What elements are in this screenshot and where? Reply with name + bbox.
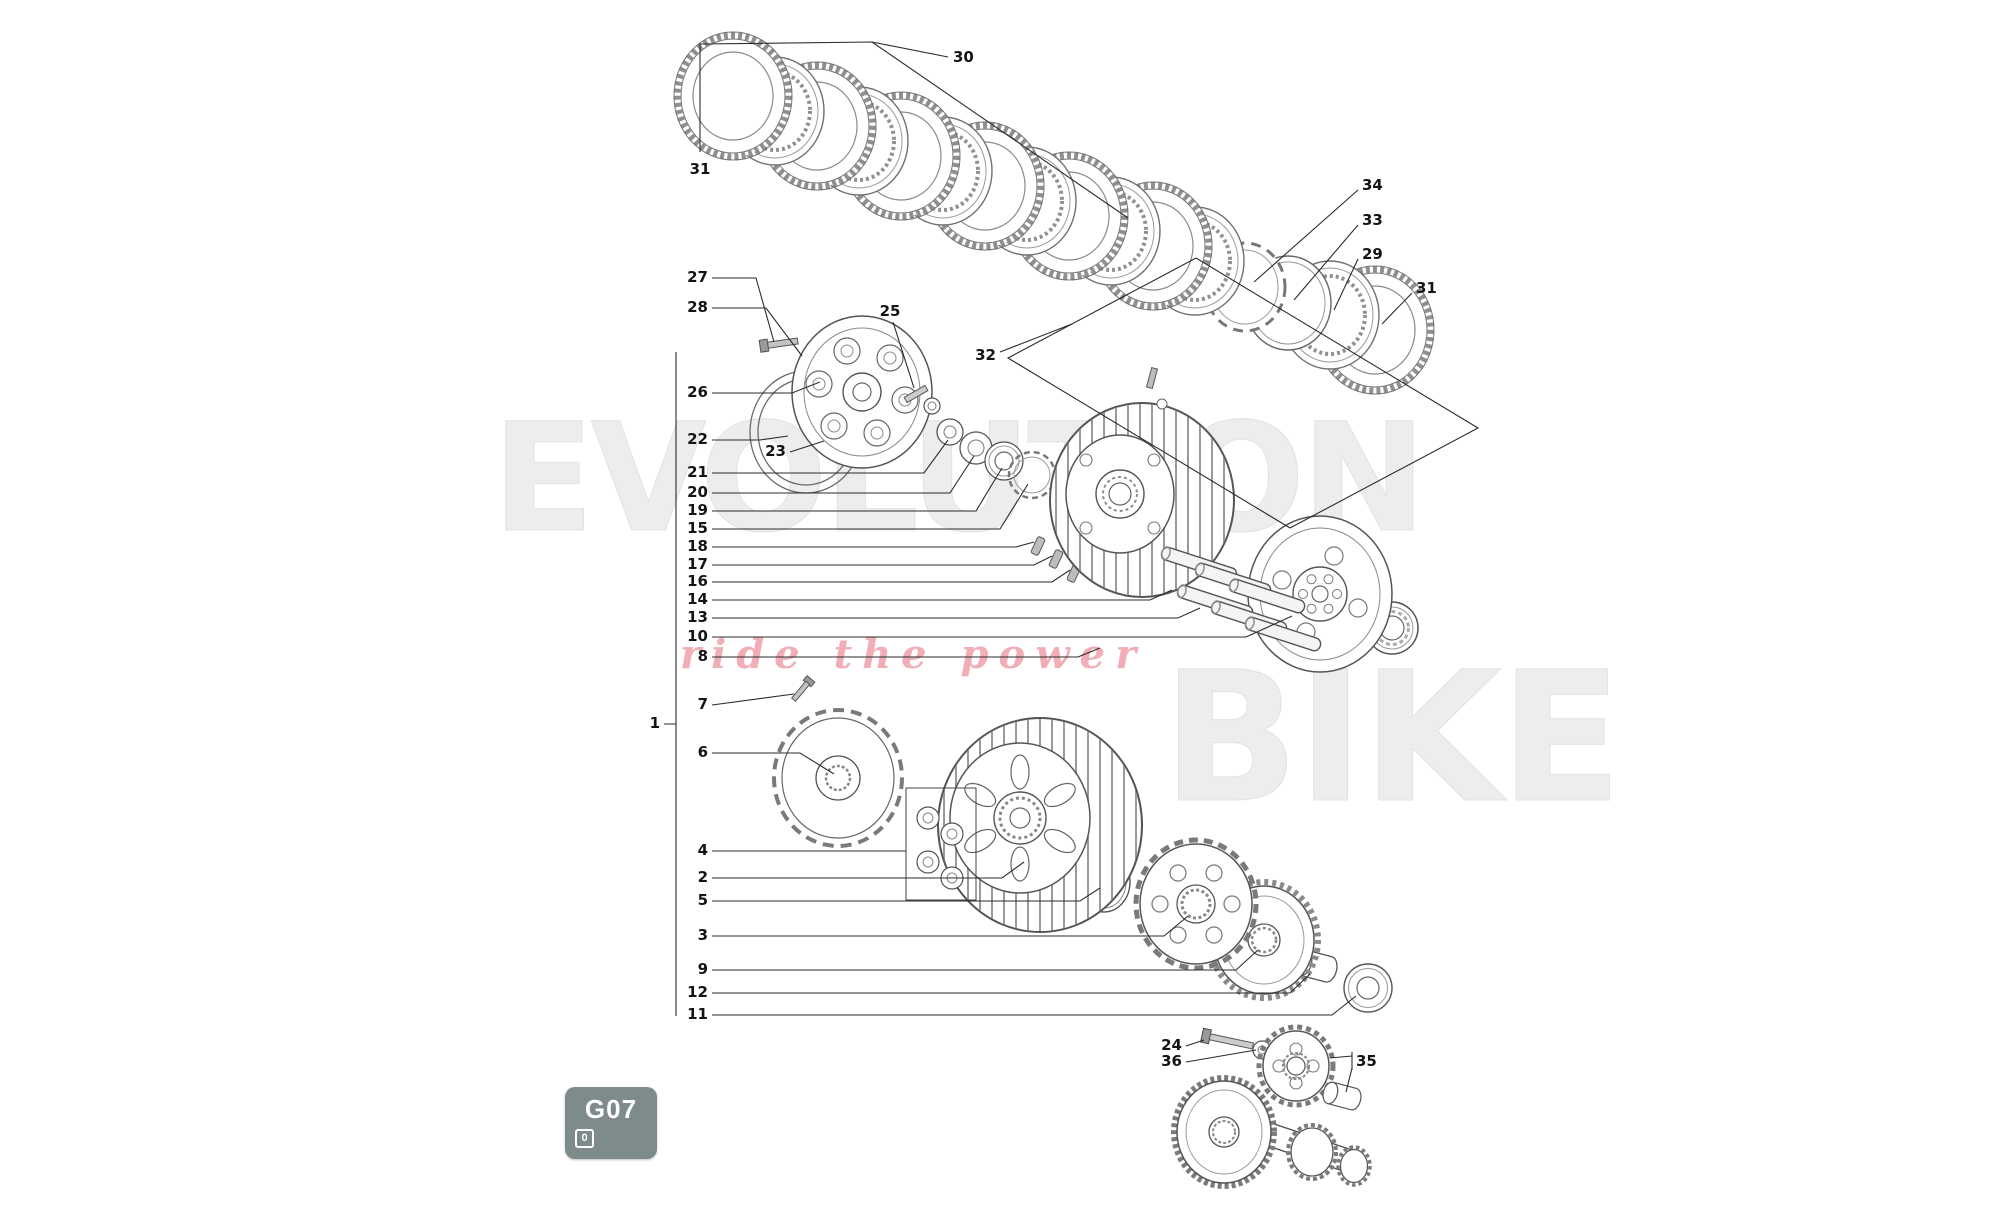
leader-10 (712, 615, 1293, 638)
callout-33: 33 (1362, 211, 1383, 229)
cush-flange (772, 708, 904, 848)
oil-pump-gear (1256, 1024, 1336, 1108)
callout-labels: 30 31 27 28 26 25 22 23 21 20 19 15 18 1… (650, 48, 1437, 1070)
callout-28: 28 (687, 298, 708, 316)
leader-9 (712, 949, 1259, 971)
badge-revision: 0 (575, 1129, 594, 1148)
callout-9: 9 (698, 960, 708, 978)
callout-13: 13 (687, 608, 708, 626)
driven-flange (1133, 837, 1259, 971)
roller-bearings-box (905, 787, 977, 901)
callout-26: 26 (687, 383, 708, 401)
callout-2: 2 (698, 868, 708, 886)
callout-27: 27 (687, 268, 708, 286)
leader-29 (1333, 258, 1359, 311)
thrust-washer-large (1343, 963, 1393, 1013)
callout-5: 5 (698, 891, 708, 909)
leader-24 (1185, 1039, 1205, 1047)
callout-16: 16 (687, 572, 708, 590)
callout-15: 15 (687, 519, 708, 537)
leader-33 (1293, 224, 1359, 301)
leader-19 (712, 467, 1003, 512)
flange-screw (790, 675, 816, 702)
callout-6: 6 (698, 743, 708, 761)
balance-shaft (1171, 1075, 1372, 1189)
callout-31-top: 31 (690, 160, 711, 178)
callout-11: 11 (687, 1005, 708, 1023)
watermark-line2: BIKE (1162, 634, 1621, 843)
leader-18 (712, 541, 1035, 548)
callout-19: 19 (687, 501, 708, 519)
callout-21: 21 (687, 463, 708, 481)
callout-24: 24 (1161, 1036, 1182, 1054)
pressure-plate (791, 315, 933, 469)
leader-36 (1185, 1049, 1257, 1063)
leader-16 (712, 569, 1071, 583)
watermark-tagline: ride the power (680, 631, 1146, 678)
callout-4: 4 (698, 841, 708, 859)
leader-14 (712, 589, 1173, 601)
construction-lines (664, 41, 1480, 1016)
callout-32: 32 (975, 346, 996, 364)
leader-25 (892, 321, 915, 389)
leader-34 (1253, 189, 1359, 283)
leader-13 (712, 607, 1201, 619)
callout-35: 35 (1356, 1052, 1377, 1070)
leader-lines (711, 189, 1413, 1093)
leader-11 (712, 995, 1357, 1016)
callout-10: 10 (687, 627, 708, 645)
lifter-pin (903, 384, 941, 415)
callout-29: 29 (1362, 245, 1383, 263)
callout-7: 7 (698, 695, 708, 713)
leader-35 (1329, 1052, 1353, 1093)
callout-18: 18 (687, 537, 708, 555)
callout-1: 1 (650, 714, 660, 732)
callout-36: 36 (1161, 1052, 1182, 1070)
callout-34: 34 (1362, 176, 1383, 194)
callout-8: 8 (698, 647, 708, 665)
leader-23 (789, 440, 825, 453)
leader-7 (711, 693, 795, 706)
clutch-hub (1049, 366, 1235, 598)
leader-12 (712, 973, 1311, 994)
callout-25: 25 (880, 302, 901, 320)
leader-22 (712, 435, 789, 441)
leader-27 (712, 277, 775, 343)
thrust-washers (936, 418, 1057, 500)
leader-26 (712, 381, 821, 394)
callout-17: 17 (687, 555, 708, 573)
leader-15 (712, 483, 1029, 530)
callout-23: 23 (765, 442, 786, 460)
pump-bushing (1322, 1081, 1362, 1111)
leader-6 (712, 752, 835, 775)
leader-2 (712, 861, 1025, 879)
callout-31-right: 31 (1416, 279, 1437, 297)
leader-17 (712, 555, 1053, 566)
callout-14: 14 (687, 590, 708, 608)
leader-31b (1381, 292, 1413, 325)
pump-gear-bolt (1200, 1027, 1255, 1050)
leader-28 (712, 307, 803, 357)
parts-artwork (674, 32, 1434, 1189)
leader-5 (712, 887, 1101, 902)
callout-30: 30 (953, 48, 974, 66)
callout-22: 22 (687, 430, 708, 448)
page-code-badge: G07 0 (565, 1087, 657, 1159)
callout-20: 20 (687, 483, 708, 501)
badge-code: G07 (584, 1094, 638, 1124)
callout-12: 12 (687, 983, 708, 1001)
callout-3: 3 (698, 926, 708, 944)
leader-32 (999, 323, 1073, 353)
pushrods (1160, 546, 1322, 652)
leader-20 (712, 455, 975, 494)
leader-8 (712, 647, 1101, 658)
leader-21 (712, 439, 949, 474)
leader-3 (712, 915, 1189, 937)
